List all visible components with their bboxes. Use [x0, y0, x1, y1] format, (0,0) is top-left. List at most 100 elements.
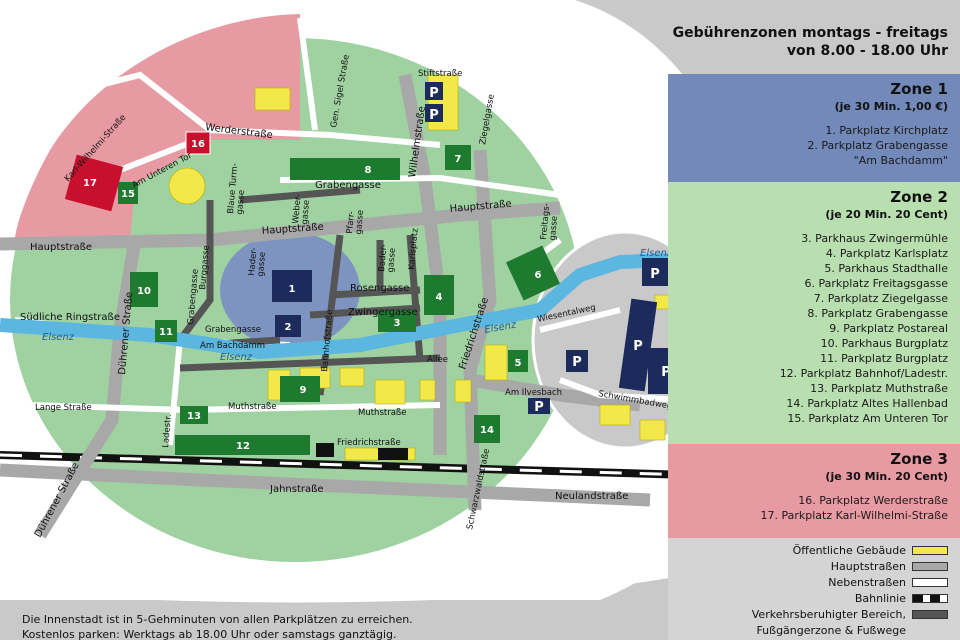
lot-3	[378, 310, 416, 332]
train-icon	[316, 443, 334, 457]
svg-text:16: 16	[191, 139, 205, 150]
zone3-rate: (je 30 Min. 20 Cent)	[825, 470, 948, 483]
lot-2	[275, 315, 301, 337]
legend-row-railway: Bahnlinie	[855, 590, 948, 606]
main-roads	[0, 73, 651, 539]
svg-text:Friedrichstraße: Friedrichstraße	[337, 438, 401, 448]
list-item: 6. Parkplatz Freitagsgasse	[804, 277, 948, 290]
svg-text:Muthstraße: Muthstraße	[228, 402, 277, 412]
svg-text:11: 11	[159, 327, 173, 338]
railway-dashes	[0, 453, 691, 477]
legend-swatch-main-roads	[912, 561, 948, 571]
svg-text:Hader-gasse: Hader-gasse	[247, 247, 268, 277]
svg-text:Am Bachdamm: Am Bachdamm	[200, 341, 265, 351]
legend-row-pedestrian-2: Fußgängerzone & Fußwege	[756, 622, 948, 638]
svg-text:3: 3	[394, 318, 401, 329]
svg-text:Lange Straße: Lange Straße	[35, 403, 92, 413]
legend-label: Öffentliche Gebäude	[792, 543, 906, 557]
svg-text:P: P	[650, 267, 660, 282]
zone1-rate: (je 30 Min. 1,00 €)	[834, 100, 948, 113]
svg-text:13: 13	[187, 411, 201, 422]
lot-11	[155, 320, 177, 342]
lot-10	[130, 272, 158, 307]
list-item: 13. Parkplatz Muthstraße	[810, 382, 948, 395]
svg-text:8: 8	[365, 165, 372, 176]
lot-5	[508, 350, 528, 372]
p-symbols: P P P P P P P	[429, 86, 671, 415]
list-item: 15. Parkplatz Am Unteren Tor	[787, 412, 948, 425]
list-item: 10. Parkhaus Burgplatz	[820, 337, 948, 350]
svg-text:15: 15	[121, 189, 135, 200]
footer-line1: Die Innenstadt ist in 5-Gehminuten von a…	[22, 613, 413, 626]
svg-text:Ladestr.: Ladestr.	[161, 414, 174, 448]
svg-text:P: P	[633, 339, 643, 354]
svg-text:2: 2	[285, 322, 292, 333]
lot-1	[272, 270, 312, 302]
lot-9	[280, 376, 320, 402]
legend-label: Verkehrsberuhigter Bereich,	[751, 607, 906, 621]
list-item: 1. Parkplatz Kirchplatz	[825, 124, 948, 137]
svg-text:P: P	[534, 400, 544, 415]
svg-text:Grabengasse: Grabengasse	[186, 269, 201, 326]
zone1-list: 1. Parkplatz Kirchplatz 2. Parkplatz Gra…	[668, 123, 960, 168]
p-lot-stift-1	[425, 82, 443, 100]
svg-text:Hauptstraße: Hauptstraße	[449, 199, 512, 215]
lot-numbers: 1 2 3 4 5 6 7 8 9 10 11 12 13 14 15 16 1…	[83, 139, 541, 452]
zone3-box: Zone 3 (je 30 Min. 20 Cent) 16. Parkplat…	[668, 444, 960, 538]
legend-row-pedestrian: Verkehrsberuhigter Bereich,	[752, 606, 948, 622]
svg-text:10: 10	[137, 286, 151, 297]
svg-text:Hauptstraße: Hauptstraße	[30, 242, 92, 253]
svg-text:14: 14	[480, 425, 494, 436]
zone2-rate: (je 20 Min. 20 Cent)	[825, 208, 948, 221]
legend-row-buildings: Öffentliche Gebäude	[793, 542, 948, 558]
footer-note: Die Innenstadt ist in 5-Gehminuten von a…	[22, 612, 582, 642]
map-legend: Öffentliche Gebäude Hauptstraßen Nebenst…	[668, 538, 960, 640]
lot-6	[505, 245, 561, 301]
svg-text:Zwingergasse: Zwingergasse	[348, 307, 418, 318]
svg-text:Rosengasse: Rosengasse	[350, 283, 409, 294]
footer-line2: Kostenlos parken: Werktags ab 18.00 Uhr …	[22, 628, 397, 641]
svg-text:Elsenz: Elsenz	[640, 248, 673, 259]
svg-text:Stiftstraße: Stiftstraße	[418, 69, 462, 79]
panel-title: Gebührenzonen montags - freitags von 8.0…	[673, 24, 948, 60]
svg-text:Bader-gasse: Bader-gasse	[377, 244, 398, 273]
svg-text:Neulandstraße: Neulandstraße	[555, 491, 628, 502]
legend-row-side-roads: Nebenstraßen	[828, 574, 948, 590]
legend-swatch-buildings	[912, 545, 948, 555]
svg-text:Hauptstraße: Hauptstraße	[261, 222, 324, 237]
legend-swatch-side-roads	[912, 577, 948, 587]
panel-title-line1: Gebührenzonen montags - freitags	[672, 25, 948, 41]
svg-text:P: P	[429, 86, 439, 101]
parking-lots	[64, 82, 684, 455]
legend-label: Nebenstraßen	[828, 575, 906, 589]
p-lot-stift-2	[425, 104, 443, 122]
list-item: 3. Parkhaus Zwingermühle	[801, 232, 948, 245]
p-lot-east-1	[642, 258, 668, 286]
bus-icon	[378, 448, 408, 460]
list-item: 14. Parkplatz Altes Hallenbad	[786, 397, 948, 410]
zone2-title: Zone 2	[890, 188, 948, 206]
svg-text:Elsenz: Elsenz	[42, 332, 75, 343]
zone1-title: Zone 1	[890, 80, 948, 98]
lot-17	[64, 154, 124, 212]
lot-13	[180, 406, 208, 424]
list-item: 12. Parkplatz Bahnhof/Ladestr.	[779, 367, 948, 380]
svg-text:Grabengasse: Grabengasse	[205, 325, 261, 335]
legend-swatch-railway	[912, 593, 948, 603]
svg-text:Weber-gasse: Weber-gasse	[291, 194, 313, 225]
svg-text:9: 9	[300, 385, 307, 396]
svg-text:12: 12	[236, 441, 250, 452]
svg-text:Am Ilvesbach: Am Ilvesbach	[505, 388, 562, 398]
svg-text:P: P	[572, 355, 582, 370]
lot-12	[175, 435, 310, 455]
list-item: 17. Parkplatz Karl-Wilhelmi-Straße	[760, 509, 948, 522]
zone2-box: Zone 2 (je 20 Min. 20 Cent) 3. Parkhaus …	[668, 182, 960, 444]
svg-text:Pfarr-gasse: Pfarr-gasse	[345, 209, 366, 235]
zone3-list: 16. Parkplatz Werderstraße 17. Parkplatz…	[668, 493, 960, 523]
svg-text:Allee: Allee	[427, 355, 448, 365]
svg-text:P: P	[661, 365, 671, 380]
list-item: 5. Parkhaus Stadthalle	[824, 262, 948, 275]
svg-text:Karlsplatz: Karlsplatz	[407, 227, 421, 270]
p-lot-east-4	[566, 350, 588, 372]
lot-8	[290, 158, 400, 180]
